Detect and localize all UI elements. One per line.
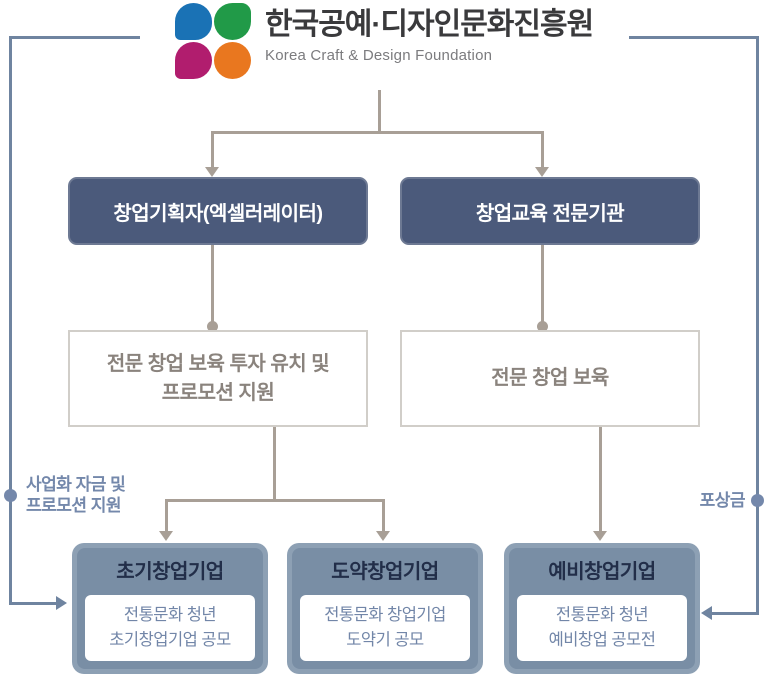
program-line: 전통문화 청년 (555, 606, 649, 624)
kcdf-logo: 한국공예·디자인문화진흥원 Korea Craft & Design Found… (175, 3, 594, 79)
card-leap-startup-title: 도약창업기업 (331, 561, 439, 583)
connector-accelerator-down (211, 245, 214, 325)
card-leap-startup-program: 전통문화 창업기업 도약기 공모 (300, 595, 470, 661)
frame-left-dot (4, 489, 17, 502)
frame-right-vertical (756, 36, 759, 615)
logo-text: 한국공예·디자인문화진흥원 Korea Craft & Design Found… (265, 3, 594, 64)
node-education-org-label: 창업교육 전문기관 (475, 202, 625, 225)
card-pre-startup-frame: 예비창업기업 전통문화 청년 예비창업 공모전 (509, 548, 695, 669)
node-education-org: 창업교육 전문기관 (400, 177, 700, 245)
frame-right-bottom (711, 612, 759, 615)
card-early-startup-frame: 초기창업기업 전통문화 청년 초기창업기업 공모 (77, 548, 263, 669)
label-funding-line1: 사업화 자금 및 (26, 475, 126, 494)
arrow-down-icon (593, 531, 607, 541)
program-line: 도약기 공모 (346, 631, 424, 649)
frame-left-top (9, 36, 140, 39)
kcdf-logo-mark-icon (175, 3, 251, 79)
arrow-down-icon (376, 531, 390, 541)
frame-right-dot (751, 494, 764, 507)
program-line: 초기창업기업 공모 (109, 631, 231, 649)
frame-right-top (629, 36, 759, 39)
card-pre-startup-program: 전통문화 청년 예비창업 공모전 (517, 595, 687, 661)
card-early-startup: 초기창업기업 전통문화 청년 초기창업기업 공모 (72, 543, 268, 674)
arrow-down-icon (535, 167, 549, 177)
connector-dot (207, 321, 218, 332)
label-funding-support: 사업화 자금 및 프로모션 지원 (26, 474, 126, 516)
logo-petal-magenta-icon (175, 42, 212, 79)
card-leap-startup-frame: 도약창업기업 전통문화 창업기업 도약기 공모 (292, 548, 478, 669)
connector-to-accelerator (211, 131, 214, 168)
program-line: 전통문화 창업기업 (324, 606, 446, 624)
card-pre-startup-title: 예비창업기업 (548, 561, 656, 583)
card-early-startup-program: 전통문화 청년 초기창업기업 공모 (85, 595, 255, 661)
connector-logo-down (378, 90, 381, 131)
arrow-right-icon (56, 596, 67, 610)
label-prize-money: 포상금 (699, 491, 746, 510)
arrow-down-icon (159, 531, 173, 541)
connector-to-early (165, 499, 168, 532)
connector-top-split (211, 131, 544, 134)
label-funding-line2: 프로모션 지원 (26, 496, 122, 515)
connector-to-education (541, 131, 544, 168)
card-leap-startup: 도약창업기업 전통문화 창업기업 도약기 공모 (287, 543, 483, 674)
connector-education-down (541, 245, 544, 325)
connector-left-drop (273, 427, 276, 502)
connector-to-leap (382, 499, 385, 532)
node-accelerator-label: 창업기획자(엑셀러레이터) (113, 202, 323, 225)
node-incubation-investment-line2: 프로모션 지원 (161, 381, 275, 404)
frame-left-bottom (9, 602, 58, 605)
logo-petal-green-icon (214, 3, 251, 40)
node-incubation-label: 전문 창업 보육 (491, 367, 609, 389)
frame-left-vertical (9, 36, 12, 605)
card-early-startup-title: 초기창업기업 (116, 561, 224, 583)
arrow-left-icon (701, 606, 712, 620)
arrow-down-icon (205, 167, 219, 177)
connector-dot (537, 321, 548, 332)
node-accelerator: 창업기획자(엑셀러레이터) (68, 177, 368, 245)
card-pre-startup: 예비창업기업 전통문화 청년 예비창업 공모전 (504, 543, 700, 674)
org-subtitle: Korea Craft & Design Foundation (265, 47, 493, 64)
org-title: 한국공예·디자인문화진흥원 (265, 8, 594, 41)
connector-to-pre (599, 427, 602, 532)
program-line: 예비창업 공모전 (548, 631, 656, 649)
node-incubation-investment-line1: 전문 창업 보육 투자 유치 및 (106, 352, 330, 375)
logo-petal-blue-icon (175, 3, 212, 40)
program-line: 전통문화 청년 (123, 606, 217, 624)
logo-petal-orange-icon (214, 42, 251, 79)
connector-bottom-split (165, 499, 385, 502)
node-incubation: 전문 창업 보육 (400, 330, 700, 427)
node-incubation-investment: 전문 창업 보육 투자 유치 및 프로모션 지원 (68, 330, 368, 427)
